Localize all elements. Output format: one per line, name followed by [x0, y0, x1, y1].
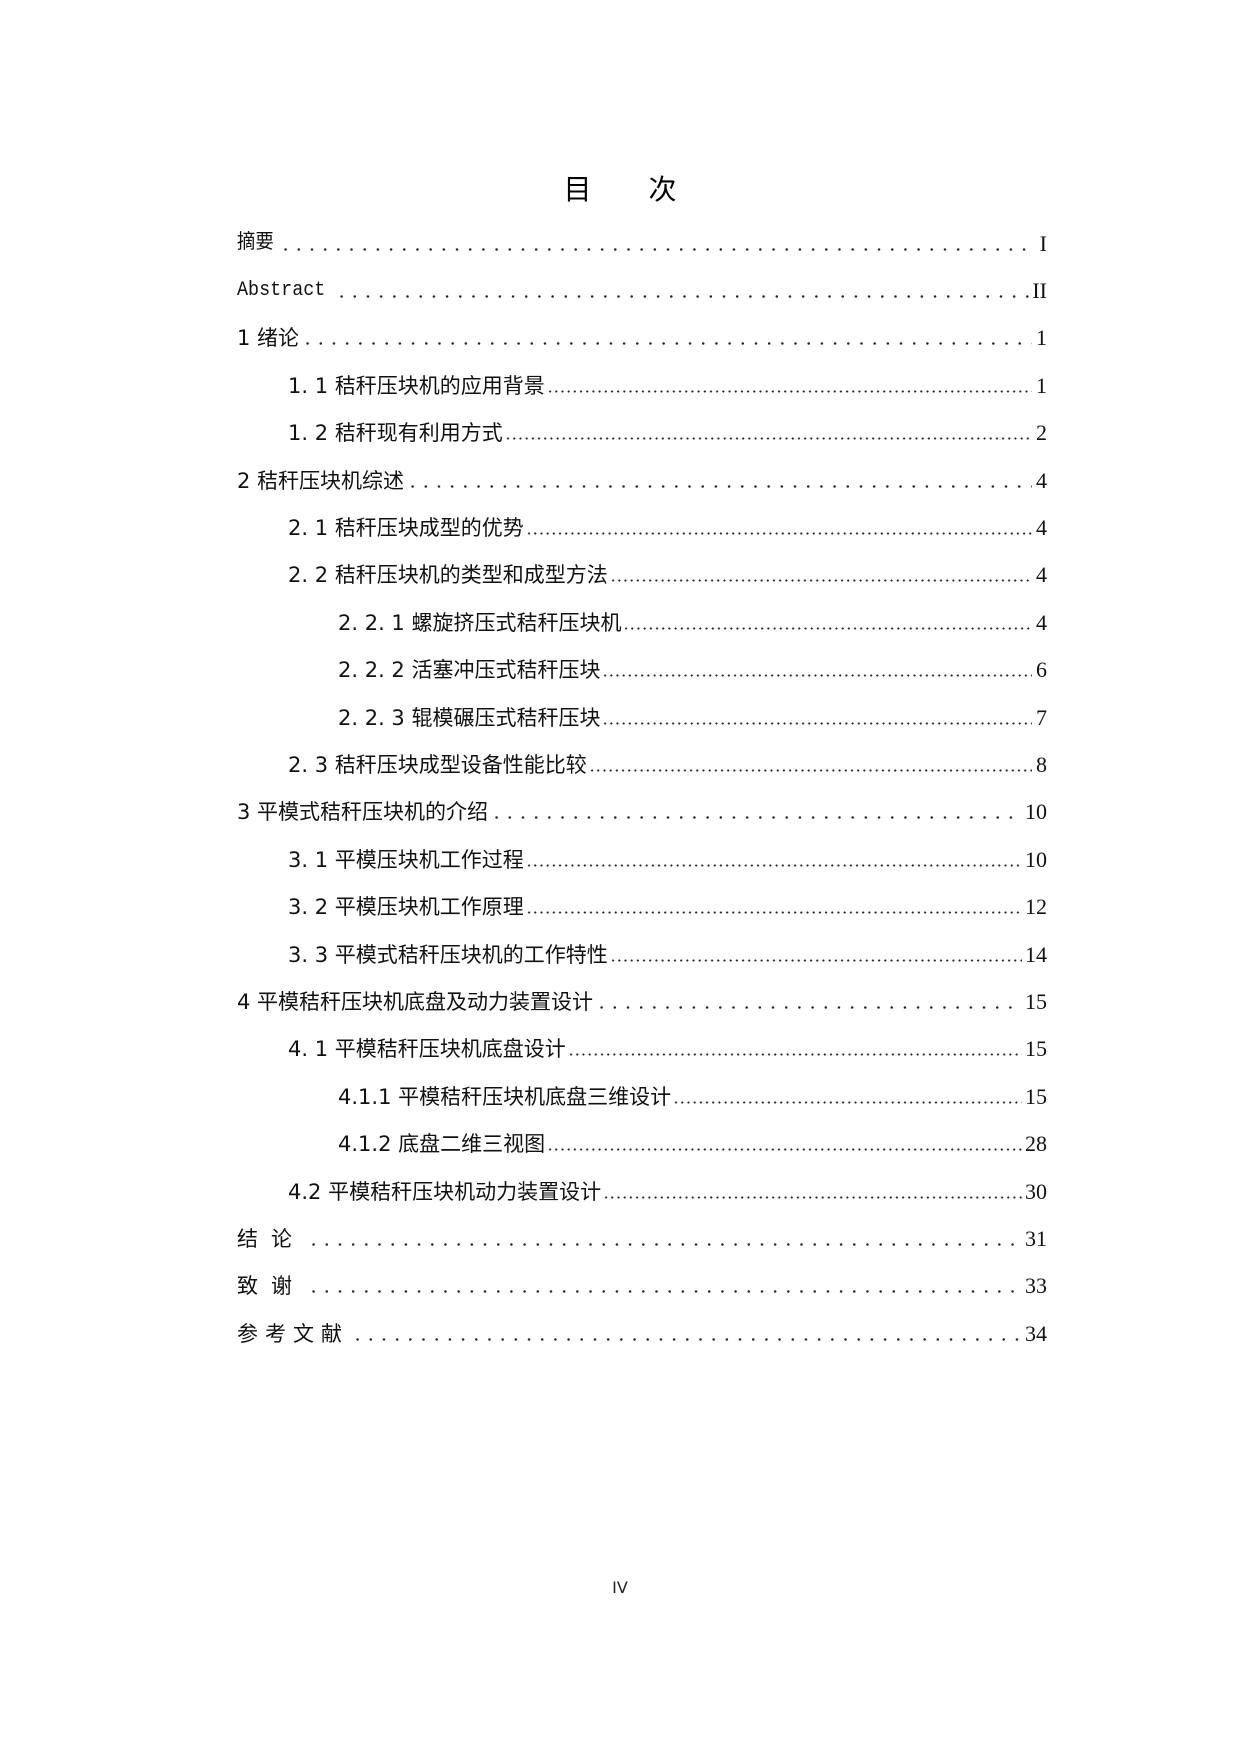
- toc-entry-page: 15: [1025, 988, 1047, 1014]
- toc-entry-label: 2. 2 秸秆压块机的类型和成型方法: [288, 562, 610, 589]
- dot-leader: [567, 1036, 1022, 1062]
- toc-entry-label: 3 平模式秸秆压块机的介绍: [237, 799, 491, 826]
- dot-leader: [307, 1273, 1022, 1299]
- toc-entry-section-2-3[interactable]: 2. 3 秸秆压块成型设备性能比较 8: [237, 741, 1047, 788]
- toc-entry-section-2-2-2[interactable]: 2. 2. 2 活塞冲压式秸秆压块 6: [237, 647, 1047, 694]
- dot-leader: [525, 894, 1022, 920]
- toc-entry-label: 4 平模秸秆压块机底盘及动力装置设计: [237, 988, 596, 1015]
- toc-entry-page: 7: [1036, 704, 1047, 730]
- toc-entry-label: 2. 1 秸秆压块成型的优势: [288, 515, 526, 542]
- dot-leader: [588, 752, 1032, 778]
- toc-entry-label: 2. 2. 3 辊模碾压式秸秆压块: [338, 704, 603, 731]
- toc-entry-page: II: [1032, 278, 1047, 304]
- dot-leader: [673, 1084, 1022, 1110]
- toc-entry-abstract-cn[interactable]: 摘要 I: [237, 220, 1047, 267]
- dot-leader: [307, 1226, 1022, 1252]
- dot-leader: [609, 942, 1022, 968]
- toc-entry-page: 28: [1025, 1131, 1047, 1157]
- toc-entry-section-4-1-1[interactable]: 4.1.1 平模秸秆压块机底盘三维设计 15: [237, 1073, 1047, 1120]
- dot-leader: [525, 515, 1032, 541]
- toc-entry-label: 4.1.2 底盘二维三视图: [338, 1131, 548, 1158]
- toc-entry-chapter-1[interactable]: 1 绪论 1: [237, 315, 1047, 362]
- toc-entry-page: 4: [1036, 467, 1047, 493]
- table-of-contents: 摘要 I Abstract II 1 绪论 1 1. 1 秸秆压块机的应用背景 …: [237, 220, 1047, 1357]
- toc-entry-page: 6: [1036, 657, 1047, 683]
- dot-leader: [546, 373, 1032, 399]
- toc-entry-label: 2. 3 秸秆压块成型设备性能比较: [288, 751, 589, 778]
- dot-leader: [301, 325, 1032, 351]
- toc-entry-page: 1: [1036, 325, 1047, 351]
- toc-entry-section-3-2[interactable]: 3. 2 平模压块机工作原理 12: [237, 883, 1047, 930]
- toc-entry-label: 2. 2. 1 螺旋挤压式秸秆压块机: [338, 609, 624, 636]
- toc-entry-page: 4: [1036, 609, 1047, 635]
- toc-entry-page: 34: [1025, 1320, 1047, 1346]
- toc-entry-label: 1. 2 秸秆现有利用方式: [288, 420, 505, 447]
- page-title: 目 次: [563, 173, 701, 206]
- toc-entry-label: 1. 1 秸秆压块机的应用背景: [288, 372, 547, 399]
- dot-leader: [602, 705, 1032, 731]
- toc-entry-chapter-2[interactable]: 2 秸秆压块机综述 4: [237, 457, 1047, 504]
- toc-entry-label: 3. 1 平模压块机工作过程: [288, 846, 526, 873]
- dot-leader: [351, 1321, 1022, 1347]
- toc-entry-label: 参考文献: [237, 1320, 351, 1347]
- dot-leader: [490, 799, 1022, 825]
- toc-entry-page: 1: [1036, 372, 1047, 398]
- toc-entry-label: 致谢: [237, 1273, 307, 1300]
- toc-entry-conclusion[interactable]: 结论 31: [237, 1215, 1047, 1262]
- toc-entry-section-4-1-2[interactable]: 4.1.2 底盘二维三视图 28: [237, 1120, 1047, 1167]
- toc-entry-page: 4: [1036, 515, 1047, 541]
- toc-entry-page: 14: [1025, 941, 1047, 967]
- toc-entry-label: 4. 1 平模秸秆压块机底盘设计: [288, 1036, 568, 1063]
- toc-entry-acknowledgements[interactable]: 致谢 33: [237, 1263, 1047, 1310]
- dot-leader: [335, 278, 1030, 304]
- toc-entry-page: 15: [1025, 1036, 1047, 1062]
- toc-entry-chapter-3[interactable]: 3 平模式秸秆压块机的介绍 10: [237, 789, 1047, 836]
- page-number-footer: IV: [612, 1578, 628, 1597]
- toc-entry-section-4-1[interactable]: 4. 1 平模秸秆压块机底盘设计 15: [237, 1026, 1047, 1073]
- toc-entry-label: 3. 3 平模式秸秆压块机的工作特性: [288, 941, 610, 968]
- toc-entry-page: 2: [1036, 420, 1047, 446]
- toc-entry-label: 结论: [237, 1225, 307, 1252]
- dot-leader: [609, 562, 1032, 588]
- dot-leader: [504, 420, 1032, 446]
- toc-entry-section-2-1[interactable]: 2. 1 秸秆压块成型的优势 4: [237, 504, 1047, 551]
- dot-leader: [623, 610, 1032, 636]
- toc-entry-label: 4.1.1 平模秸秆压块机底盘三维设计: [338, 1083, 674, 1110]
- toc-entry-abstract-en[interactable]: Abstract II: [237, 267, 1047, 314]
- toc-entry-page: I: [1039, 230, 1047, 256]
- toc-entry-chapter-4[interactable]: 4 平模秸秆压块机底盘及动力装置设计 15: [237, 978, 1047, 1025]
- toc-entry-page: 10: [1025, 799, 1047, 825]
- toc-entry-section-3-1[interactable]: 3. 1 平模压块机工作过程 10: [237, 836, 1047, 883]
- toc-entry-references[interactable]: 参考文献 34: [237, 1310, 1047, 1357]
- dot-leader: [279, 231, 1032, 257]
- toc-entry-label: 2 秸秆压块机综述: [237, 467, 407, 494]
- toc-entry-section-1-2[interactable]: 1. 2 秸秆现有利用方式 2: [237, 410, 1047, 457]
- toc-entry-section-2-2[interactable]: 2. 2 秸秆压块机的类型和成型方法 4: [237, 552, 1047, 599]
- toc-entry-page: 30: [1025, 1178, 1047, 1204]
- toc-entry-section-4-2[interactable]: 4.2 平模秸秆压块机动力装置设计 30: [237, 1168, 1047, 1215]
- toc-entry-page: 4: [1036, 562, 1047, 588]
- toc-entry-label: 2. 2. 2 活塞冲压式秸秆压块: [338, 657, 603, 684]
- dot-leader: [525, 847, 1022, 873]
- toc-entry-page: 33: [1025, 1273, 1047, 1299]
- dot-leader: [603, 1179, 1022, 1205]
- toc-entry-label: 摘要: [237, 230, 276, 257]
- toc-entry-page: 31: [1025, 1225, 1047, 1251]
- toc-entry-page: 10: [1025, 846, 1047, 872]
- toc-entry-label: 3. 2 平模压块机工作原理: [288, 894, 526, 921]
- toc-entry-section-1-1[interactable]: 1. 1 秸秆压块机的应用背景 1: [237, 362, 1047, 409]
- dot-leader: [602, 657, 1032, 683]
- toc-entry-page: 12: [1025, 894, 1047, 920]
- toc-entry-page: 15: [1025, 1083, 1047, 1109]
- toc-entry-label: 1 绪论: [237, 325, 302, 352]
- toc-entry-label: 4.2 平模秸秆压块机动力装置设计: [288, 1178, 604, 1205]
- dot-leader: [406, 468, 1032, 494]
- toc-entry-section-2-2-1[interactable]: 2. 2. 1 螺旋挤压式秸秆压块机 4: [237, 599, 1047, 646]
- dot-leader: [595, 989, 1022, 1015]
- toc-entry-section-2-2-3[interactable]: 2. 2. 3 辊模碾压式秸秆压块 7: [237, 694, 1047, 741]
- toc-entry-page: 8: [1036, 751, 1047, 777]
- dot-leader: [547, 1131, 1022, 1157]
- toc-entry-label: Abstract: [237, 278, 328, 305]
- toc-entry-section-3-3[interactable]: 3. 3 平模式秸秆压块机的工作特性 14: [237, 931, 1047, 978]
